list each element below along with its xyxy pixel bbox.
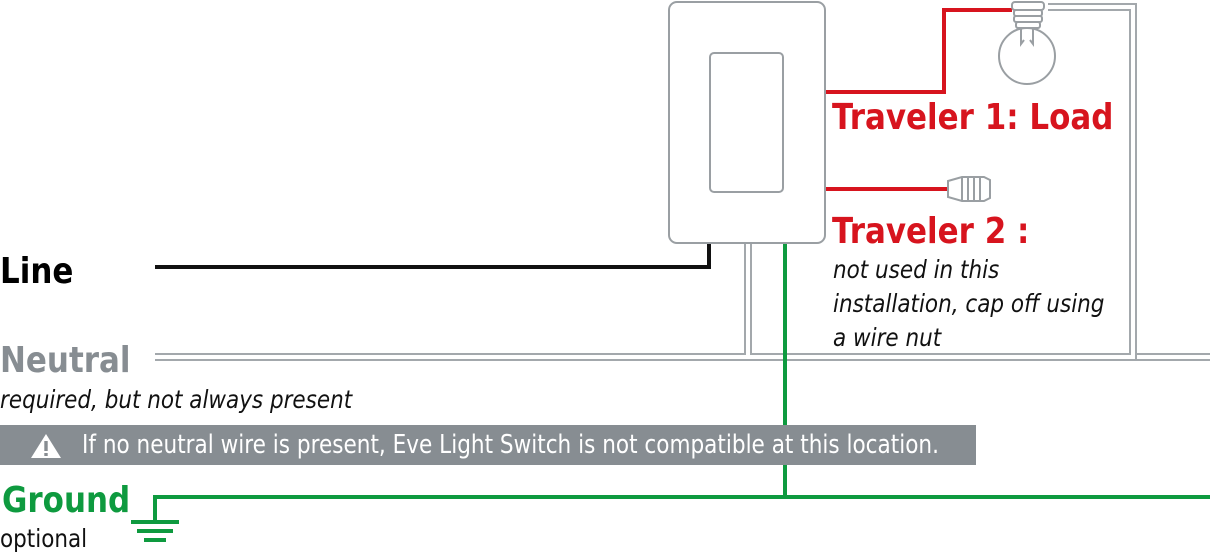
ground-label: Ground bbox=[2, 480, 131, 521]
light-bulb-icon bbox=[998, 1, 1056, 85]
traveler2-note-line: installation, cap off using bbox=[833, 289, 1105, 318]
neutral-label: Neutral bbox=[0, 340, 131, 381]
traveler2-note-line: a wire nut bbox=[833, 323, 942, 352]
warning-triangle-icon bbox=[31, 434, 61, 458]
neutral-note: required, but not always present bbox=[0, 385, 353, 414]
wire-nut-icon bbox=[947, 176, 991, 202]
line-label: Line bbox=[0, 251, 74, 292]
ground-note: optional bbox=[0, 524, 88, 553]
light-switch-icon[interactable] bbox=[668, 1, 826, 244]
warning-banner: If no neutral wire is present, Eve Light… bbox=[0, 425, 976, 465]
line-wire bbox=[155, 243, 711, 269]
traveler2-note: not used in this installation, cap off u… bbox=[833, 253, 1104, 355]
traveler1-label: Traveler 1: Load bbox=[832, 97, 1114, 138]
neutral-wire bbox=[155, 3, 1210, 361]
traveler2-label: Traveler 2 : bbox=[832, 211, 1030, 252]
traveler1-wire bbox=[826, 8, 1012, 94]
traveler2-note-line: not used in this bbox=[833, 255, 1000, 284]
warning-text: If no neutral wire is present, Eve Light… bbox=[82, 430, 939, 460]
ground-symbol-icon bbox=[131, 520, 179, 542]
